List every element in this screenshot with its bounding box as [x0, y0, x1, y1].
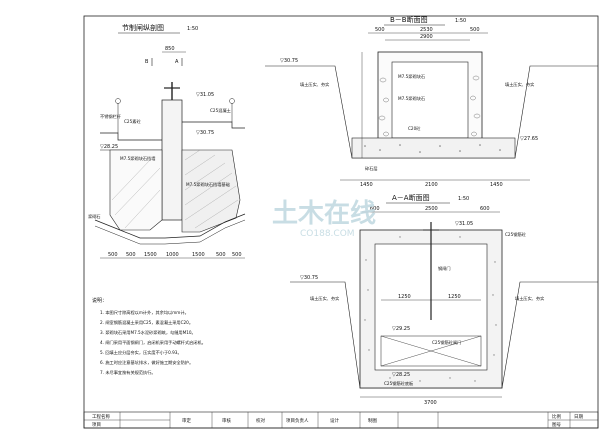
svg-text:▽28.25: ▽28.25: [392, 372, 410, 378]
longitudinal-view: 节制闸纵剖图 1:50 B A 850: [88, 23, 246, 259]
svg-text:日期: 日期: [574, 414, 583, 420]
svg-text:2100: 2100: [425, 182, 438, 188]
svg-text:审核: 审核: [222, 417, 231, 424]
svg-text:浆砌石: 浆砌石: [88, 213, 101, 220]
svg-text:3700: 3700: [424, 400, 437, 406]
svg-text:土木在线: 土木在线: [272, 199, 376, 229]
svg-text:2530: 2530: [420, 27, 433, 33]
svg-text:设计: 设计: [330, 417, 339, 424]
svg-text:审定: 审定: [182, 417, 191, 424]
svg-text:▽31.05: ▽31.05: [455, 221, 473, 227]
svg-text:项目: 项目: [92, 422, 101, 428]
svg-text:M7.5浆砌块石: M7.5浆砌块石: [398, 95, 425, 102]
svg-text:▽31.05: ▽31.05: [196, 92, 214, 98]
svg-text:▽30.75: ▽30.75: [280, 58, 298, 64]
section-mark-b: B: [145, 59, 149, 65]
svg-text:碎石层: 碎石层: [365, 165, 378, 172]
svg-text:▽28.25: ▽28.25: [100, 144, 118, 150]
longitudinal-scale: 1:50: [187, 26, 198, 32]
svg-text:▽29.25: ▽29.25: [392, 326, 410, 332]
svg-text:2900: 2900: [420, 34, 433, 40]
svg-text:▽27.65: ▽27.65: [520, 136, 538, 142]
section-mark-a: A: [175, 59, 179, 65]
note-item: 5. 回填土应分层夯实，压实度不小于0.93。: [100, 349, 182, 356]
svg-text:1250: 1250: [448, 294, 461, 300]
svg-text:850: 850: [165, 46, 175, 52]
svg-text:2500: 2500: [425, 206, 438, 212]
svg-text:1500: 1500: [144, 252, 157, 258]
svg-text:C20砼: C20砼: [408, 125, 421, 131]
svg-text:制图: 制图: [368, 417, 377, 424]
svg-text:▽30.75: ▽30.75: [300, 275, 318, 281]
svg-text:1000: 1000: [166, 252, 179, 258]
note-item: 4. 闸门采用平面钢闸门，启闭机采用手动螺杆式启闭机。: [100, 339, 206, 346]
svg-text:校对: 校对: [256, 417, 265, 424]
svg-text:500: 500: [126, 252, 136, 258]
svg-text:1250: 1250: [398, 294, 411, 300]
svg-text:1500: 1500: [192, 252, 205, 258]
section-bb-view: B－B断面图 1:50 500 2530 500 2900 ▽30.: [265, 15, 598, 188]
svg-text:1450: 1450: [490, 182, 503, 188]
svg-text:钢闸门: 钢闸门: [438, 265, 451, 272]
svg-text:C25素砼: C25素砼: [124, 118, 141, 124]
svg-text:C25钢筋砼: C25钢筋砼: [505, 231, 527, 238]
svg-text:C25混凝土: C25混凝土: [210, 107, 231, 114]
section-aa-view: A－A断面图 1:50 600 2500 600 1250 1250: [290, 193, 598, 406]
svg-text:M7.5浆砌块石挡墙: M7.5浆砌块石挡墙: [120, 155, 155, 162]
svg-text:M7.5浆砌块石: M7.5浆砌块石: [398, 73, 425, 80]
svg-text:填土压实、夯实: 填土压实、夯实: [300, 81, 329, 88]
note-item: 7. 未尽事宜按有关规范执行。: [100, 369, 156, 376]
svg-text:不锈钢栏杆: 不锈钢栏杆: [100, 113, 122, 120]
svg-text:500: 500: [375, 27, 385, 33]
svg-text:1450: 1450: [360, 182, 373, 188]
section-aa-title: A－A断面图: [392, 193, 430, 202]
svg-text:M7.5浆砌块石挡墙基础: M7.5浆砌块石挡墙基础: [186, 181, 230, 188]
svg-text:项目负责人: 项目负责人: [286, 417, 309, 424]
svg-text:比例: 比例: [552, 413, 561, 420]
svg-text:▽30.75: ▽30.75: [196, 130, 214, 136]
section-bb-title: B－B断面图: [390, 15, 428, 24]
svg-text:1:50: 1:50: [455, 18, 466, 24]
longitudinal-title: 节制闸纵剖图: [122, 23, 164, 32]
notes: 说明： 1. 本图尺寸除高程以m计外，其余均以mm计。 2. 闸室钢筋混凝土采用…: [92, 297, 206, 376]
note-item: 1. 本图尺寸除高程以m计外，其余均以mm计。: [100, 309, 189, 316]
notes-heading: 说明：: [92, 297, 107, 304]
svg-text:500: 500: [232, 252, 242, 258]
note-item: 3. 浆砌块石采用M7.5水泥砂浆砌筑，勾缝用M10。: [100, 329, 196, 336]
svg-text:600: 600: [370, 206, 380, 212]
svg-text:1:50: 1:50: [458, 196, 469, 202]
svg-text:CO188.COM: CO188.COM: [300, 229, 355, 239]
svg-text:500: 500: [470, 27, 480, 33]
title-block: 工程名称 项目 审定 审核 校对 项目负责人 设计 制图 比例 图号 日期: [83, 411, 599, 429]
svg-text:500: 500: [216, 252, 226, 258]
svg-text:填土压实、夯实: 填土压实、夯实: [505, 81, 534, 88]
watermark: 土木在线 CO188.COM: [272, 199, 376, 239]
svg-text:填土压实、夯实: 填土压实、夯实: [515, 295, 544, 302]
note-item: 6. 施工时应注意基坑排水，做好施工期安全防护。: [100, 359, 193, 366]
svg-text:工程名称: 工程名称: [92, 413, 110, 420]
svg-text:填土压实、夯实: 填土压实、夯实: [310, 295, 339, 302]
note-item: 2. 闸室钢筋混凝土采用C25，素混凝土采用C20。: [100, 319, 193, 326]
svg-text:图号: 图号: [552, 422, 561, 428]
svg-text:500: 500: [108, 252, 118, 258]
svg-text:C25钢筋砼闸门: C25钢筋砼闸门: [432, 339, 461, 346]
svg-text:600: 600: [480, 206, 490, 212]
svg-text:C25钢筋砼底板: C25钢筋砼底板: [384, 380, 414, 387]
